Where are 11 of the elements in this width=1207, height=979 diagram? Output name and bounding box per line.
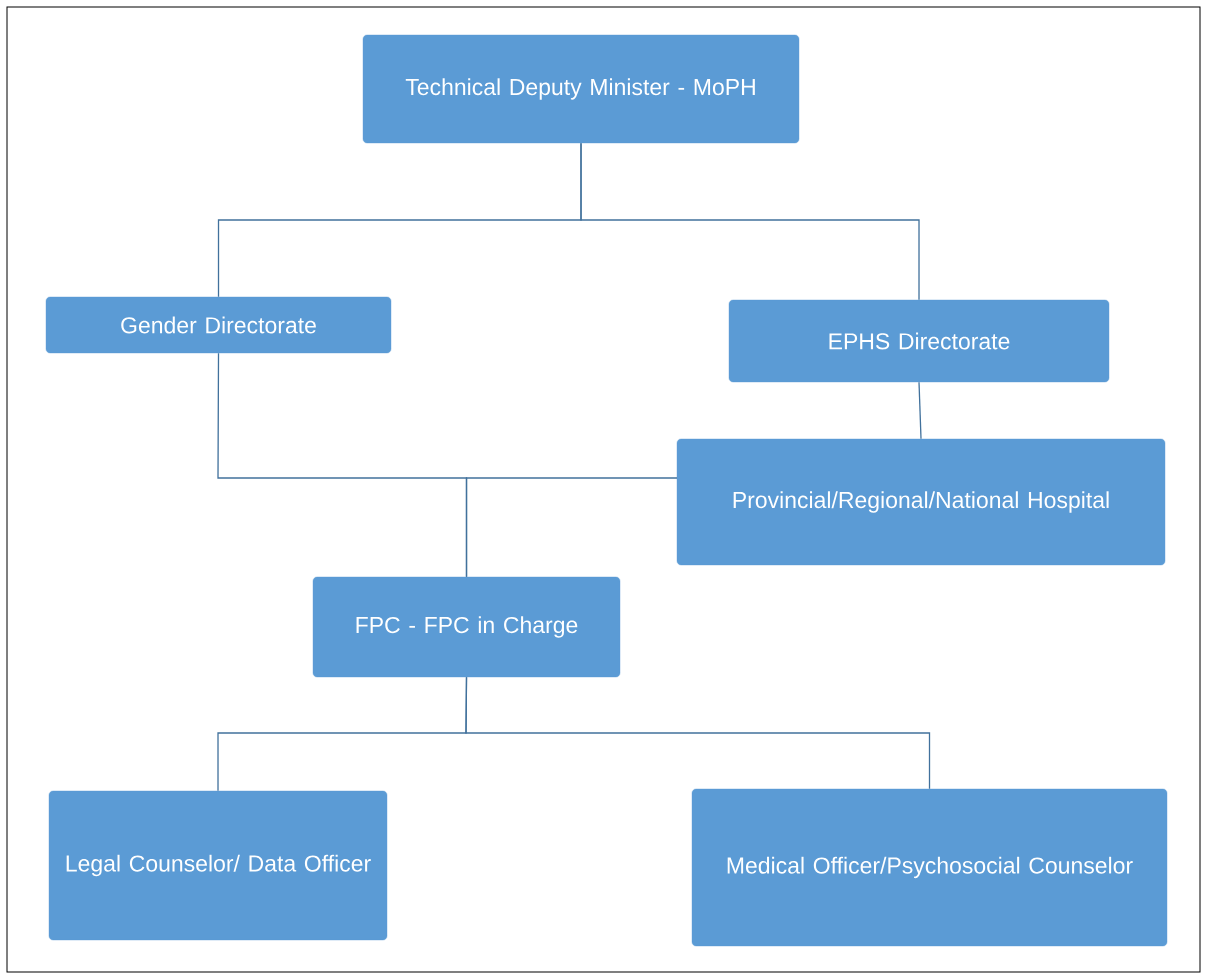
org-box: Technical Deputy Minister - MoPH bbox=[362, 34, 800, 144]
connector-line bbox=[580, 142, 920, 301]
org-box: Medical Officer/Psychosocial Counselor bbox=[691, 788, 1168, 947]
org-box: EPHS Directorate bbox=[728, 299, 1110, 383]
org-box: Legal Counselor/ Data Officer bbox=[48, 790, 388, 941]
org-box: Provincial/Regional/National Hospital bbox=[676, 438, 1166, 566]
connector-line bbox=[918, 381, 922, 440]
org-box: Gender Directorate bbox=[45, 296, 392, 354]
connector-line bbox=[465, 676, 931, 790]
connector-line bbox=[465, 477, 678, 578]
org-box: FPC - FPC in Charge bbox=[312, 576, 621, 678]
